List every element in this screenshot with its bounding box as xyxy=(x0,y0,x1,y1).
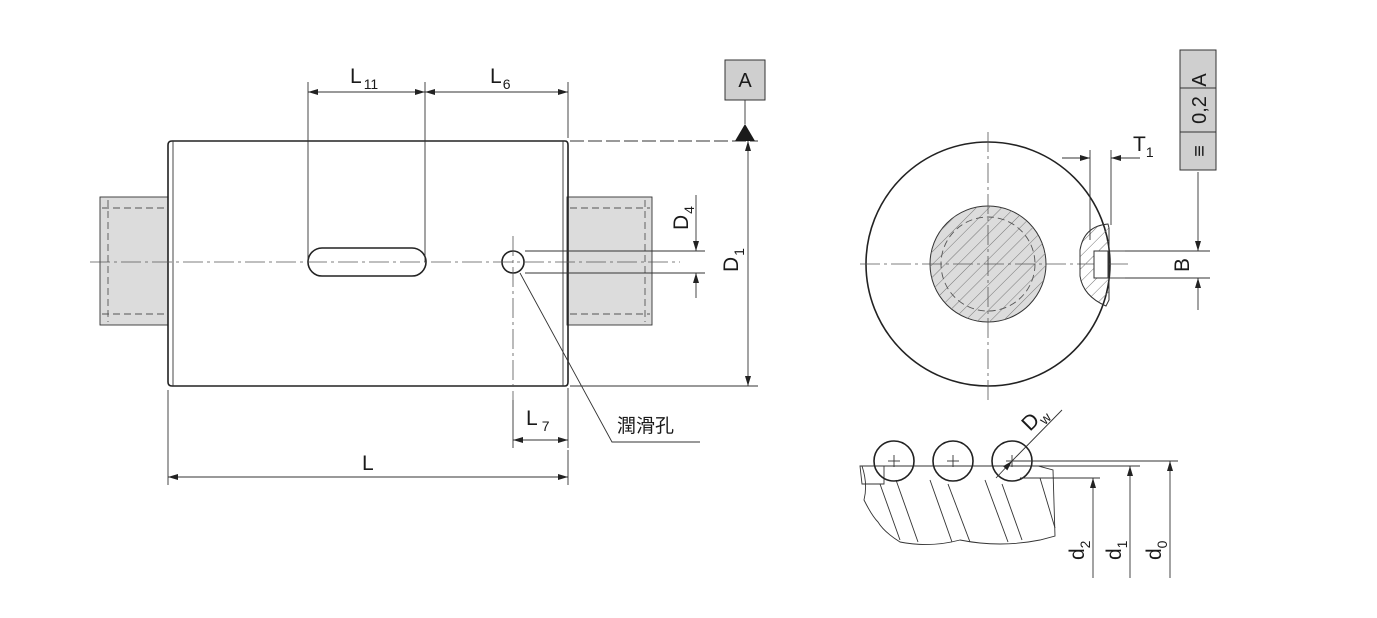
label-D4: D4 xyxy=(670,206,697,230)
end-view xyxy=(860,49,1217,402)
ball-2 xyxy=(932,440,974,482)
label-D1: D1 xyxy=(720,248,747,272)
datum-box xyxy=(724,59,766,101)
ball-detail xyxy=(859,409,1178,578)
datum-letter: A xyxy=(738,70,752,92)
tolerance-value: 0,2 xyxy=(1189,96,1211,124)
shaft-left xyxy=(99,196,169,326)
label-lube-hole: 潤滑孔 xyxy=(617,415,674,437)
side-view xyxy=(90,59,766,485)
tolerance-datum: A xyxy=(1189,73,1211,87)
label-B: B xyxy=(1171,258,1194,272)
label-L6: L6 xyxy=(490,65,511,92)
ball-1 xyxy=(873,440,915,482)
key-slot xyxy=(1093,250,1109,279)
nut-body xyxy=(167,140,569,387)
label-T1: T1 xyxy=(1133,133,1154,160)
label-d1: d1 xyxy=(1103,540,1130,560)
datum-triangle xyxy=(735,124,755,141)
symmetry-icon: ≡ xyxy=(1189,145,1211,157)
label-L: L xyxy=(362,452,374,475)
shaft-right xyxy=(566,196,653,326)
label-Dw: Dw xyxy=(1017,401,1055,439)
label-d2: d2 xyxy=(1066,540,1093,560)
label-d0: d0 xyxy=(1143,540,1170,560)
